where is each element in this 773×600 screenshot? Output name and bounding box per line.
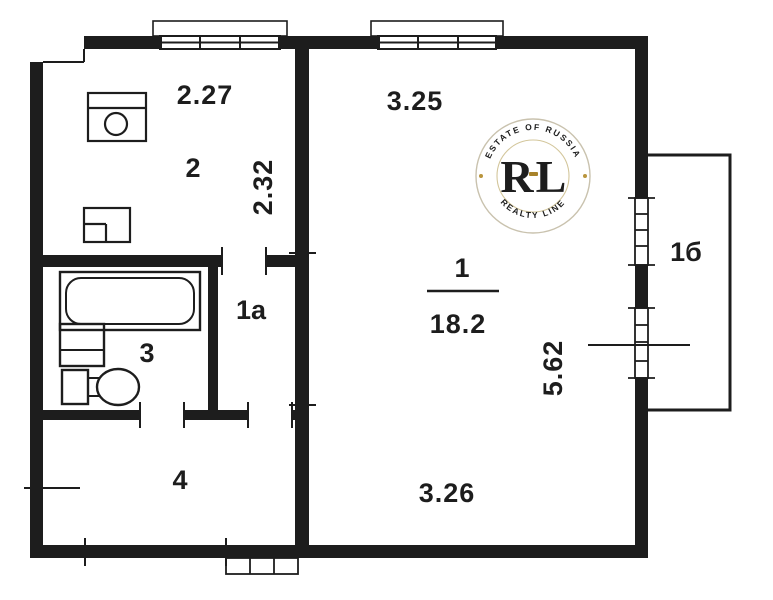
- toilet-tank: [60, 368, 90, 406]
- wall-kitchen-divider-left: [43, 255, 222, 267]
- dim-kitchen-depth: 2.32: [248, 159, 278, 216]
- wall-kitchen-divider-right: [266, 255, 295, 267]
- window-room1-top: [370, 20, 504, 50]
- toilet-bowl: [95, 367, 141, 407]
- corner-step: [43, 49, 85, 63]
- wall-right-lower: [635, 378, 648, 558]
- room-kitchen-number: 2: [185, 153, 200, 183]
- labels: 2.27 2 2.32 3.25 1 18.2 3.26 5.62 1а 3 4…: [139, 80, 701, 508]
- bathtub-inner: [65, 277, 195, 325]
- watermark-logo: ESTATE OF RUSSIA REALTY LINE R L: [475, 118, 591, 234]
- wall-hall-divider-b: [184, 410, 248, 420]
- wall-top-right: [496, 36, 648, 49]
- window-bottom: [84, 538, 299, 575]
- washbasin: [58, 322, 106, 368]
- wall-main-vertical: [295, 49, 309, 545]
- room-living-number: 1: [454, 253, 469, 283]
- room-bath-number: 3: [139, 338, 154, 368]
- dim-room1-top: 3.25: [387, 86, 444, 116]
- room-hall-number: 4: [172, 465, 187, 495]
- dim-room1-right: 5.62: [538, 340, 568, 397]
- bathroom-fixtures: [58, 270, 202, 407]
- wall-hall-divider-c: [292, 410, 309, 420]
- watermark-dash: [529, 172, 538, 176]
- interior-walls: [43, 49, 309, 545]
- stove: [86, 91, 148, 143]
- balcony-window-block: [588, 307, 690, 379]
- wall-top-left: [84, 36, 162, 49]
- watermark-dot-right: [583, 174, 587, 178]
- window-kitchen: [152, 20, 288, 50]
- dim-kitchen-width: 2.27: [177, 80, 234, 110]
- watermark-inner-ring: [496, 139, 570, 213]
- wall-bath-lobby: [208, 267, 218, 410]
- wall-bottom: [30, 545, 648, 558]
- dim-room1-bottom: 3.26: [419, 478, 476, 508]
- watermark-dot-left: [479, 174, 483, 178]
- wall-right-upper: [635, 36, 648, 198]
- wall-left: [30, 62, 43, 558]
- balcony-outline: [648, 153, 732, 412]
- wall-hall-divider-a: [43, 410, 140, 420]
- wall-right-middle: [635, 265, 648, 308]
- watermark-letter-r: R: [500, 151, 534, 202]
- door-ticks: [139, 247, 316, 428]
- room-lobby-number: 1а: [236, 295, 267, 325]
- exterior-walls: [30, 36, 648, 558]
- kitchen-fixtures: [82, 91, 148, 244]
- watermark-letter-l: L: [536, 151, 567, 202]
- room-balcony-number: 1б: [670, 237, 702, 267]
- wall-top-middle: [278, 36, 380, 49]
- room-living-area: 18.2: [430, 309, 487, 339]
- sink-basin: [103, 111, 129, 137]
- balcony-door-block: [628, 197, 655, 266]
- bathtub: [58, 270, 202, 332]
